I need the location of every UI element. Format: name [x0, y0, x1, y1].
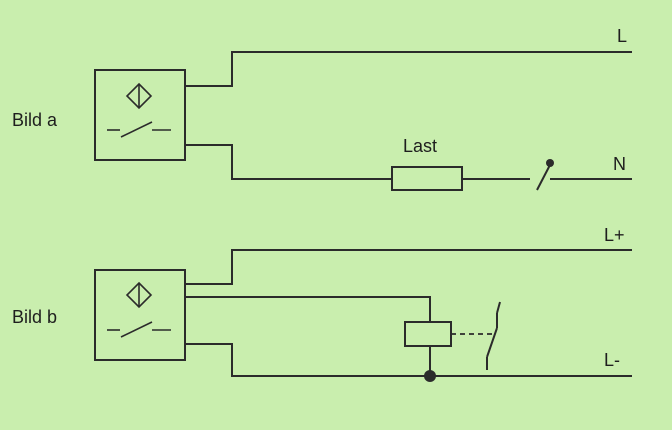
- inductive-proximity-sensor-icon: [125, 82, 153, 110]
- line-l-plus-label: L+: [604, 225, 625, 245]
- load-label: Last: [403, 136, 437, 156]
- sensor-a: [94, 69, 186, 161]
- switch-contact-icon: [107, 121, 171, 138]
- line-l-minus: [185, 343, 632, 377]
- junction-dot: [424, 370, 436, 382]
- relay-coil: [404, 321, 452, 347]
- manual-switch-icon: [536, 159, 554, 191]
- relay-contact-icon: [486, 301, 501, 370]
- line-l-label: L: [617, 26, 627, 46]
- line-l-plus: [185, 249, 632, 285]
- line-n-left: [185, 144, 392, 180]
- switch-contact-icon: [107, 321, 171, 338]
- figure-a: Bild a L Last N: [12, 26, 632, 191]
- figure-a-caption: Bild a: [12, 110, 58, 130]
- figure-b-caption: Bild b: [12, 307, 57, 327]
- sensor-b-box: [94, 269, 186, 361]
- line-l-minus-label: L-: [604, 350, 620, 370]
- line-l: [185, 51, 632, 87]
- line-n-label: N: [613, 154, 626, 174]
- sensor-b: [94, 269, 186, 361]
- output-wire: [185, 296, 431, 322]
- sensor-a-box: [94, 69, 186, 161]
- load-resistor: [391, 166, 463, 191]
- inductive-proximity-sensor-icon: [125, 281, 153, 309]
- figure-b: Bild b L+: [12, 225, 632, 382]
